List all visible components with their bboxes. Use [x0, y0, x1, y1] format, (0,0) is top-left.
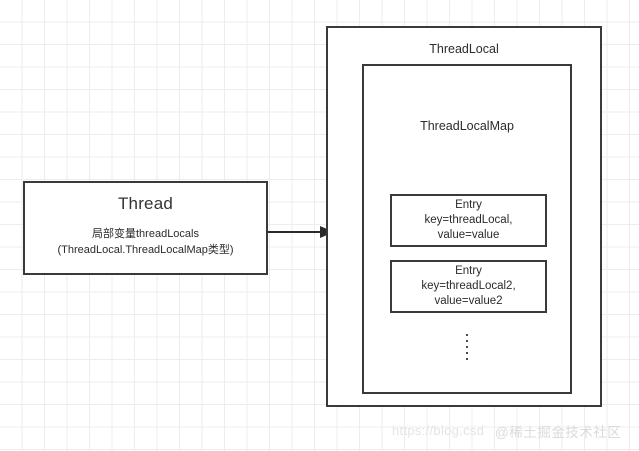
entry-node: Entry key=threadLocal, value=value [390, 194, 547, 247]
thread-node-subtitle: 局部变量threadLocals (ThreadLocal.ThreadLoca… [57, 226, 233, 258]
thread-node-subtitle-line1: 局部变量threadLocals [92, 228, 199, 240]
threadlocalmap-node-title: ThreadLocalMap [420, 119, 514, 133]
entry-key: key=threadLocal, [424, 214, 513, 226]
thread-node-title: Thread [117, 194, 174, 213]
threadlocal-node: ThreadLocal ThreadLocalMap Entry key=thr… [326, 26, 602, 407]
thread-node-subtitle-line2: (ThreadLocal.ThreadLocalMap类型) [57, 244, 234, 256]
threadlocalmap-node: ThreadLocalMap Entry key=threadLocal, va… [362, 64, 572, 394]
entry-value: value=value [437, 229, 500, 241]
thread-node: Thread 局部变量threadLocals (ThreadLocal.Thr… [23, 181, 268, 275]
entry-label: Entry [455, 265, 482, 277]
entry-value: value=value2 [434, 295, 503, 307]
watermark-brand: @稀土掘金技术社区 [495, 425, 622, 440]
arrow-right-icon [267, 226, 334, 238]
vertical-ellipsis-icon [364, 334, 570, 364]
entry-key: key=threadLocal2, [421, 280, 516, 292]
entry-label: Entry [455, 199, 482, 211]
entry-node: Entry key=threadLocal2, value=value2 [390, 260, 547, 313]
watermark-url: https://blog.csd [392, 423, 485, 438]
threadlocal-node-title: ThreadLocal [429, 42, 499, 56]
